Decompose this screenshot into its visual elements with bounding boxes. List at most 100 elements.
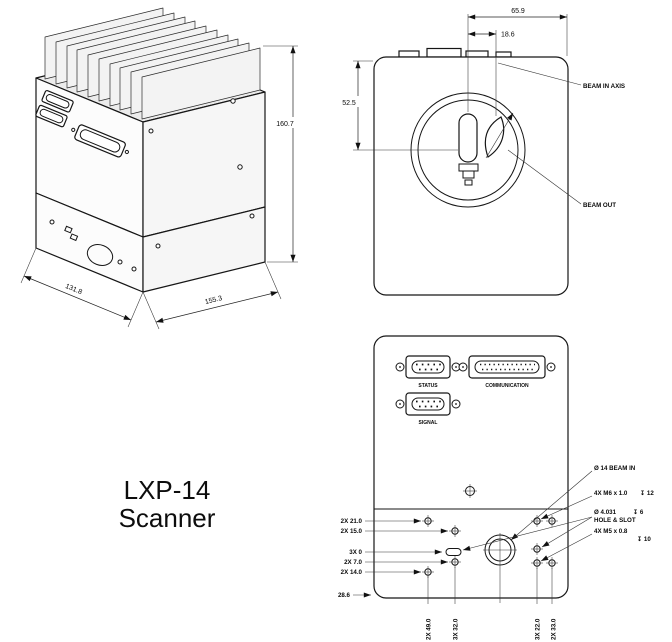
hole-slot-callout: HOLE & SLOT [594, 517, 636, 524]
iso-dim-height: 160.7 [263, 45, 298, 263]
isometric-view: 160.7 155.3 131.8 [20, 7, 298, 330]
left-dim-label: 3X 0 [349, 549, 362, 556]
product-title-line1: LXP-14 [124, 475, 211, 505]
dsub9-flange [405, 355, 451, 379]
center-screw [463, 484, 477, 498]
left-dim-label: 28.6 [338, 592, 351, 599]
dim-label-bg [272, 117, 298, 128]
front-view: 65.9 18.6 52.5 BEAM IN AXIS BEAM OUT [337, 8, 625, 296]
screw-icon [155, 243, 161, 249]
iso-height-dim: 160.7 [276, 121, 294, 128]
iso-dim-width: 155.3 [142, 261, 282, 330]
hole-dia-callout: Ø 4.031 [594, 509, 617, 516]
jack-screw-center [455, 403, 457, 405]
communication-connector: COMMUNICATION [458, 355, 556, 389]
front-dim-beam-offset: 18.6 [468, 31, 515, 39]
front-dim-vertical: 52.5 [337, 60, 361, 150]
dim-label-bg [337, 96, 361, 107]
screw-icon [237, 164, 243, 170]
mounting-hole [422, 515, 434, 527]
dsub25-flange [468, 355, 546, 379]
jack-screw-center [462, 366, 464, 368]
beam-out-leader [507, 149, 582, 205]
mounting-holes [422, 515, 558, 578]
alignment-slot [445, 548, 462, 556]
m5-depth-callout: ↧ 10 [637, 536, 651, 543]
base-vents [64, 225, 79, 242]
screw-icon [117, 259, 123, 265]
front-overall-dim: 65.9 [511, 8, 525, 15]
bottom-dim-label: 3X 32.0 [453, 618, 460, 640]
bracket-plate [464, 179, 473, 186]
top-connector-profile [398, 50, 420, 58]
m6-callout: 4X M6 x 1.0 [594, 490, 628, 497]
iso-width-dim: 155.3 [204, 295, 223, 306]
beam-in-hole [483, 533, 517, 567]
bottom-dim-label: 2X 49.0 [426, 618, 433, 640]
dsub25-connector-inner [79, 129, 121, 153]
top-connector-profile [426, 47, 462, 58]
beam-in-axis-label: BEAM IN AXIS [583, 83, 625, 90]
bracket-plate [462, 170, 475, 179]
left-dim-label: 2X 7.0 [344, 559, 362, 566]
bottom-dimensions: 2X 49.0 3X 32.0 3X 22.0 2X 33.0 [426, 567, 558, 640]
dsub9-connector-inner [39, 108, 64, 124]
dsub9-connector [41, 90, 74, 113]
front-dim-overall: 65.9 [468, 8, 567, 20]
mounting-hole [449, 525, 461, 537]
screw-icon [49, 219, 55, 225]
front-vertical-dim: 52.5 [342, 100, 356, 107]
bottom-view: STATUS COMMUNICATION SIGNAL [338, 335, 654, 640]
left-dim-label: 2X 15.0 [341, 528, 363, 535]
iso-base-details [49, 219, 137, 272]
communication-connector-label: COMMUNICATION [485, 383, 529, 389]
callouts: Ø 14 BEAM IN 4X M6 x 1.0 ↧ 12 Ø 4.031 ↧ … [462, 465, 654, 562]
iso-connector-group [35, 90, 74, 128]
screw-icon [249, 213, 255, 219]
status-connector-label: STATUS [418, 383, 438, 389]
vent [69, 233, 79, 242]
screw-icon [148, 128, 154, 134]
mounting-hole [531, 557, 543, 569]
iso-screws [148, 98, 255, 249]
screw-icon [131, 266, 137, 272]
bottom-dim-label: 2X 33.0 [551, 618, 558, 640]
vent [64, 225, 73, 234]
mounting-hole [546, 557, 558, 569]
jack-screw-center [550, 366, 552, 368]
dsub9-shell [411, 397, 445, 411]
heatsink-fin [141, 47, 261, 120]
dsub9-flange [405, 392, 451, 416]
top-connector-profile [495, 51, 512, 58]
signal-connector-label: SIGNAL [419, 420, 438, 426]
dsub9-connector-inner [45, 94, 70, 109]
beam-slot [458, 113, 478, 163]
beam-in-axis-leader [497, 62, 582, 86]
iso-depth-dim: 131.8 [64, 283, 83, 296]
mounting-hole [531, 543, 543, 555]
status-connector: STATUS [395, 355, 461, 389]
jack-screw-center [399, 403, 401, 405]
screw-icon [71, 127, 76, 132]
m5-callout: 4X M5 x 0.8 [594, 528, 628, 535]
product-title-line2: Scanner [119, 503, 216, 533]
mounting-hole [546, 515, 558, 527]
beam-out-label: BEAM OUT [583, 202, 616, 209]
heatsink-fins [44, 7, 261, 120]
bottom-dim-label: 3X 22.0 [535, 618, 542, 640]
screw-icon [230, 98, 236, 104]
hole-depth-callout: ↧ 6 [633, 509, 644, 516]
front-beam-offset-dim: 18.6 [501, 32, 515, 39]
left-dim-label: 2X 21.0 [341, 518, 363, 525]
signal-connector: SIGNAL [395, 392, 461, 426]
beam-dump-bracket [458, 163, 479, 186]
dsub25-shell [474, 360, 540, 374]
screw-icon [124, 149, 129, 155]
top-connector-profile [465, 50, 489, 58]
jack-screw-center [455, 366, 457, 368]
mounting-hole [449, 556, 461, 568]
scan-mirror [484, 116, 505, 158]
beam-in-callout: Ø 14 BEAM IN [594, 465, 636, 472]
dsub25-connector [74, 124, 126, 158]
